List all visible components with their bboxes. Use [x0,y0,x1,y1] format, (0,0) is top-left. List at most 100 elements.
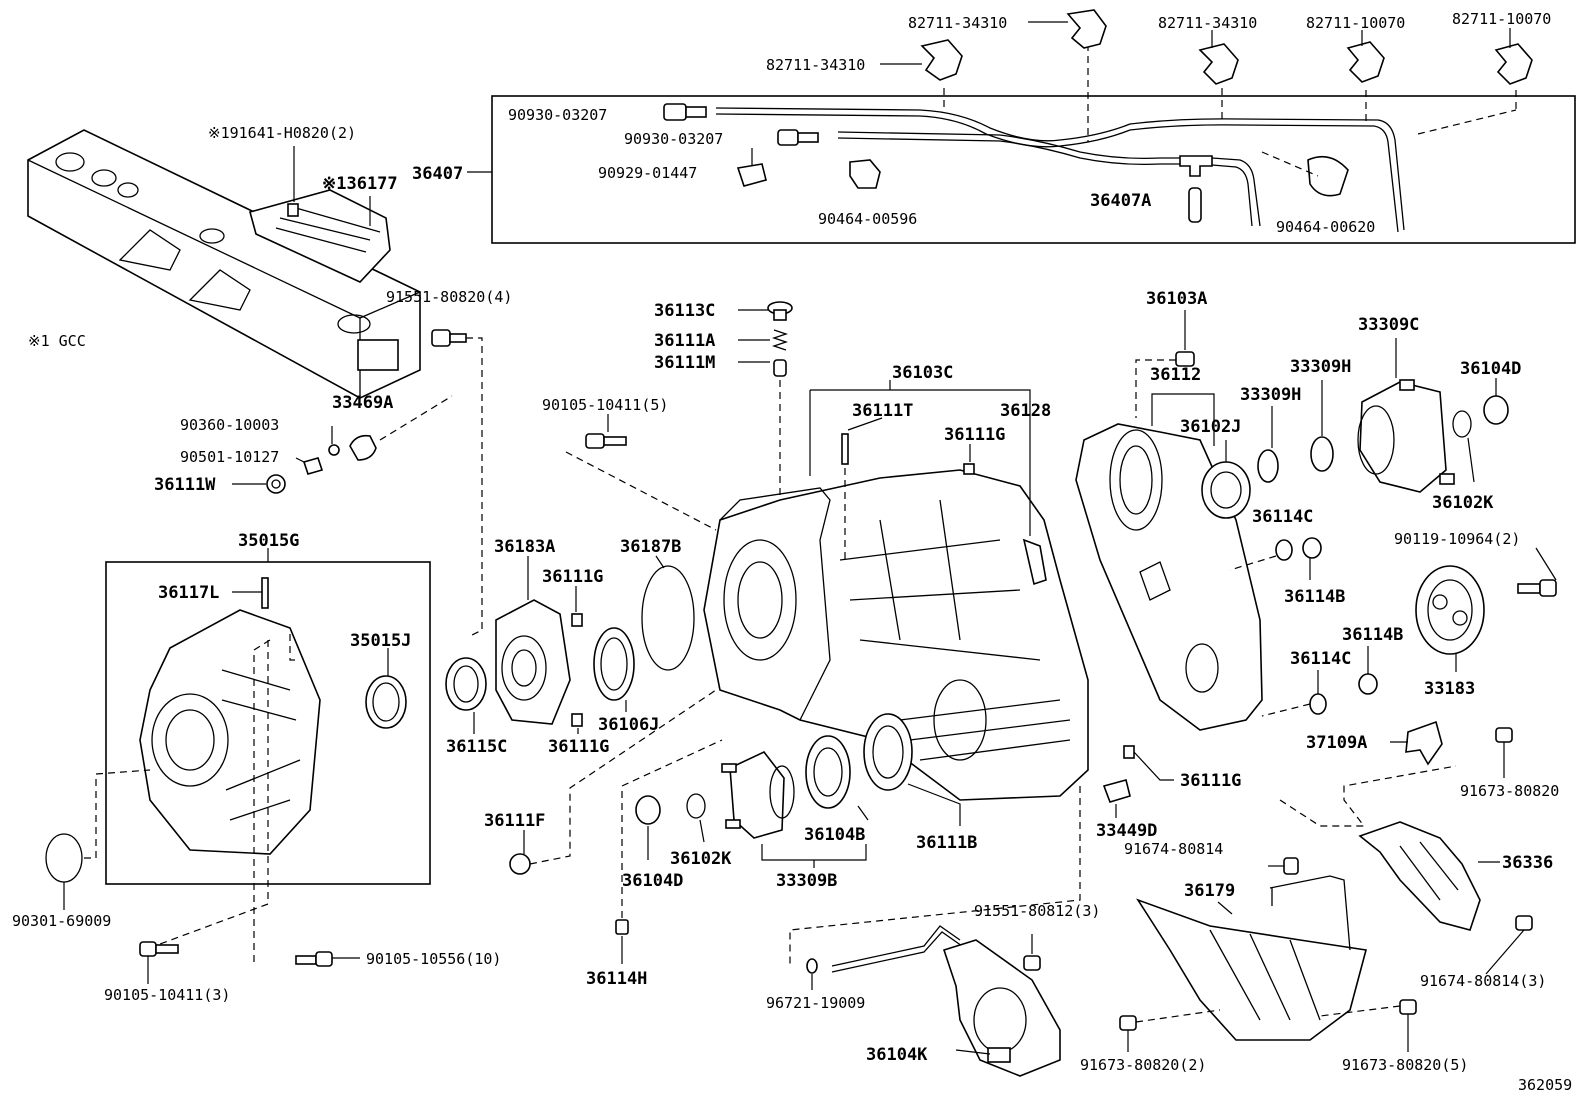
breather-tube-lower [837,131,1184,160]
protector-36179-ribs [1209,929,1321,1021]
front-case-35015G [139,609,321,855]
flange-stud-2 [725,819,741,829]
label-90119-10964: 90119-10964(2) [1394,530,1520,548]
label-33469A: 33469A [332,393,393,413]
label-90501-10127: 90501-10127 [180,448,279,466]
label-36104D-a: 36104D [622,871,683,891]
flange-stud-4 [1439,473,1455,485]
breather-tube-upper [715,107,1405,231]
lower-middle-parts [615,713,1174,968]
plug-36113C-body [773,309,787,321]
bolt-91551-80812 [1023,955,1041,971]
label-36407: 36407 [412,164,463,184]
bolt-91673-80820-2 [1119,1015,1137,1031]
breather-hose [1211,157,1261,227]
clamp-82711-34310-c [1198,43,1239,85]
label-33183: 33183 [1424,679,1475,699]
protectors [1119,765,1533,1052]
bolt-91674-80814-b [1515,915,1533,931]
flange-stud-3 [1399,379,1415,391]
bolt-90119-10964 [1539,579,1557,597]
clamp-82711-34310-a [920,39,963,81]
label-91551-80820: 91551-80820(4) [386,288,512,306]
label-36407A: 36407A [1090,191,1151,211]
label-96721-19009: 96721-19009 [766,994,865,1012]
label-36114H: 36114H [586,969,647,989]
bolt-91673-80820-5 [1399,999,1417,1015]
bearing-36104B [805,735,851,809]
label-33309C: 33309C [1358,315,1419,335]
cover-36104K [942,939,1061,1077]
bolt-91641 [287,203,299,217]
rear-case-upper-bore [1109,429,1163,531]
breather-t-joint [1179,155,1213,177]
label-36111M: 36111M [654,353,715,373]
gasket-33449D [1102,779,1131,803]
skid-plate-ribs [275,207,381,253]
shift-rod [831,925,961,967]
label-36177: ※136177 [322,174,398,194]
breather-tube-assembly [467,44,1576,244]
label-91673-80820-2: 91673-80820(2) [1080,1056,1206,1074]
protector-36179-bracket [1269,875,1351,951]
tube-clip-90464-00620 [1307,155,1349,197]
part-labels: 82711-34310 82711-34310 82711-10070 8271… [12,10,1572,1094]
label-36111B: 36111B [916,833,977,853]
label-33449D: 33449D [1096,821,1157,841]
transfer-case-bore [723,539,797,661]
plunger-36111M [773,359,787,377]
breather-tube-lower-inner [837,137,1184,166]
o-ring-96721 [806,958,818,974]
label-36104B: 36104B [804,825,865,845]
label-91673-80820: 91673-80820 [1460,782,1559,800]
bolt-90105-10411-5 [585,433,605,449]
label-90105-10556: 90105-10556(10) [366,950,501,968]
label-36114C-a: 36114C [1252,507,1313,527]
front-case-bore [151,693,229,787]
diagram-reference-number: 362059 [1518,1076,1572,1094]
label-36114B-a: 36114B [1284,587,1345,607]
label-36187B: 36187B [620,537,681,557]
label-91551-80812: 91551-80812(3) [974,902,1100,920]
label-36103C: 36103C [892,363,953,383]
plug-36114B-a [1302,537,1322,559]
label-82711-34310-b: 82711-34310 [908,14,1007,32]
breather-hose-inner [1211,164,1253,227]
hose-clamp-90929 [736,163,767,187]
gasket-36128 [1022,538,1047,586]
crossmember-hole-3 [117,182,139,198]
plug-36111W [266,474,286,494]
bolt-90105-10556-shank [295,955,317,965]
label-36111T: 36111T [852,401,913,421]
o-ring-36102K-a [686,793,706,819]
label-82711-10070-b: 82711-10070 [1452,10,1551,28]
label-91673-80820-5: 91673-80820(5) [1342,1056,1468,1074]
bearing-36111B [863,713,913,791]
bolt-36103A [1175,351,1195,367]
crossmember-hole-1 [55,152,85,172]
label-36336: 36336 [1502,853,1553,873]
transfer-case-rear-bore [933,679,987,761]
label-90464-00596: 90464-00596 [818,210,917,228]
actuator-33183 [1415,565,1485,655]
bolt-90119-shank [1517,583,1541,594]
label-37109A: 37109A [1306,733,1367,753]
washer-36114C-b [1309,693,1327,715]
front-case-group [45,548,431,984]
crossmember [27,129,421,399]
pin-36111G-b [571,713,583,727]
label-33309B: 33309B [776,871,837,891]
pin-36111T [841,433,849,465]
label-36111G-b: 36111G [548,737,609,757]
label-33309H-a: 33309H [1240,385,1301,405]
label-35015J: 35015J [350,631,411,651]
label-36103A: 36103A [1146,289,1207,309]
label-90105-10411-3: 90105-10411(3) [104,986,230,1004]
label-36102K-a: 36102K [670,849,732,869]
bolt-90105-10411-5-shank [603,436,627,446]
crossmember-bracket-1 [118,229,181,271]
label-36111W: 36111W [154,475,216,495]
companion-flange-33309C [1359,381,1447,493]
protector-36179 [1136,898,1368,1041]
